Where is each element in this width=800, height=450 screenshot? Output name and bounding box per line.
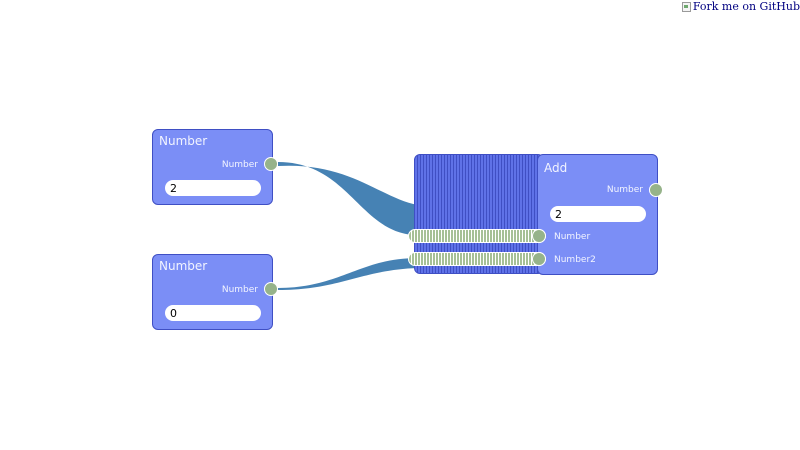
fork-me-alt-text: Fork me on GitHub xyxy=(692,0,800,13)
fork-me-link[interactable]: Fork me on GitHub xyxy=(681,0,800,13)
input-socket-stack[interactable] xyxy=(408,229,546,243)
input-socket-stack[interactable] xyxy=(408,252,546,266)
number-node[interactable]: Number Number xyxy=(152,129,273,205)
input-socket[interactable] xyxy=(532,229,546,243)
add-node[interactable]: Add Number Number Number2 xyxy=(537,154,658,275)
input-label: Number xyxy=(554,232,591,242)
number-node[interactable]: Number Number xyxy=(152,254,273,330)
input-label: Number2 xyxy=(554,255,596,265)
node-title: Number xyxy=(159,134,208,148)
node-title: Number xyxy=(159,259,208,273)
number-input[interactable] xyxy=(165,180,261,196)
node-title: Add xyxy=(544,161,568,175)
output-label: Number xyxy=(221,285,258,295)
output-socket[interactable] xyxy=(264,282,278,296)
output-socket[interactable] xyxy=(649,183,663,197)
output-label: Number xyxy=(221,160,258,170)
output-label: Number xyxy=(606,185,643,195)
number-input[interactable] xyxy=(550,206,646,222)
broken-image-icon xyxy=(681,1,691,12)
number-input[interactable] xyxy=(165,305,261,321)
connection-number-a-to-add[interactable] xyxy=(278,162,418,235)
input-socket[interactable] xyxy=(532,252,546,266)
connection-number-b-to-add[interactable] xyxy=(278,258,418,290)
output-socket[interactable] xyxy=(264,157,278,171)
